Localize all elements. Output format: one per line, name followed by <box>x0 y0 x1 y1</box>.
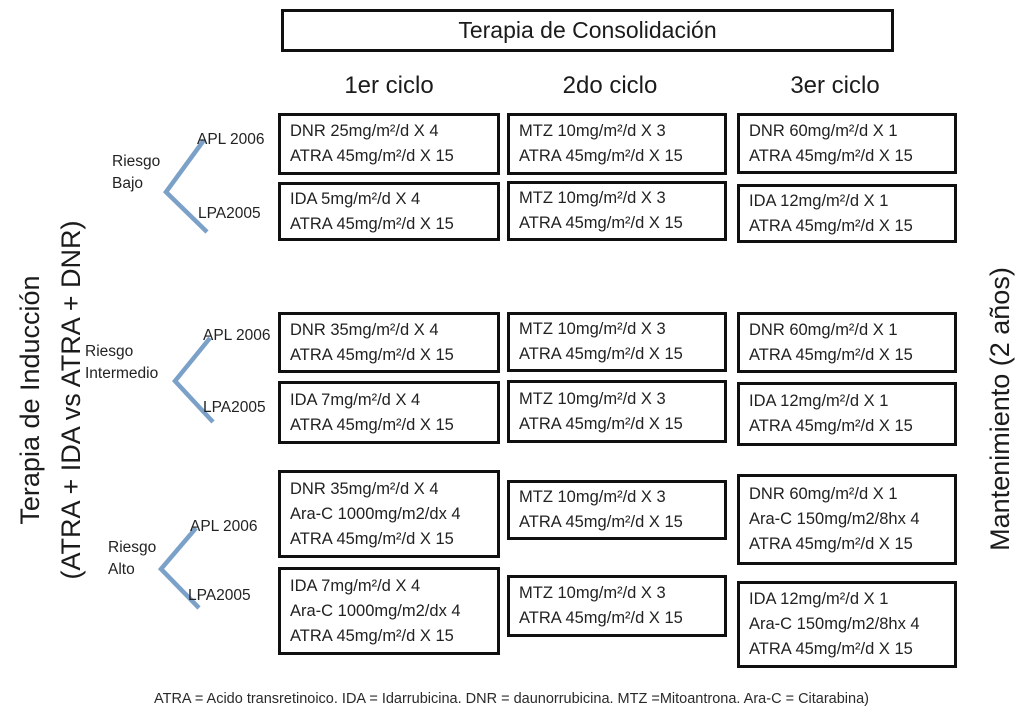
dose-box-bajo-apl-c3: DNR 60mg/m²/d X 1 ATRA 45mg/m²/d X 15 <box>737 113 957 174</box>
maintenance-axis-label: Mantenimiento (2 años) <box>981 199 1019 619</box>
dose-box-alto-apl-c1: DNR 35mg/m²/d X 4 Ara-C 1000mg/m2/dx 4 A… <box>278 470 500 558</box>
column-header-cycle-1: 1er ciclo <box>344 72 434 99</box>
induction-axis-label: Terapia de Inducción (ATRA + IDA vs ATRA… <box>10 160 94 640</box>
abbreviation-footnote: ATRA = Acido transretinoico. IDA = Idarr… <box>154 691 869 707</box>
dose-box-bajo-lpa-c1: IDA 5mg/m²/d X 4 ATRA 45mg/m²/d X 15 <box>278 182 500 241</box>
dose-box-intermedio-lpa-c2: MTZ 10mg/m²/d X 3 ATRA 45mg/m²/d X 15 <box>507 380 727 443</box>
protocol-label-bajo-apl2006: APL 2006 <box>197 131 265 148</box>
risk-group-label-intermedio: Riesgo Intermedio <box>85 343 159 382</box>
induction-axis-line2: (ATRA + IDA vs ATRA + DNR) <box>56 220 86 580</box>
risk-bracket-bajo <box>163 138 209 234</box>
risk-group-label-alto: Riesgo Alto <box>108 539 157 578</box>
risk-group-label-bajo: Riesgo Bajo <box>112 153 161 192</box>
column-header-cycle-3: 3er ciclo <box>790 72 880 99</box>
risk-bracket-alto <box>157 526 201 610</box>
dose-box-intermedio-apl-c3: DNR 60mg/m²/d X 1 ATRA 45mg/m²/d X 15 <box>737 312 957 373</box>
dose-box-intermedio-lpa-c3: IDA 12mg/m²/d X 1 ATRA 45mg/m²/d X 15 <box>737 382 957 446</box>
maintenance-axis-text: Mantenimiento (2 años) <box>985 267 1015 551</box>
column-header-cycle-2: 2do ciclo <box>562 72 658 99</box>
dose-box-alto-apl-c3: DNR 60mg/m²/d X 1 Ara-C 150mg/m2/8hx 4 A… <box>737 474 957 565</box>
consolidation-title: Terapia de Consolidación <box>458 17 717 43</box>
dose-box-intermedio-apl-c2: MTZ 10mg/m²/d X 3 ATRA 45mg/m²/d X 15 <box>507 312 727 372</box>
dose-box-intermedio-apl-c1: DNR 35mg/m²/d X 4 ATRA 45mg/m²/d X 15 <box>278 312 500 373</box>
protocol-label-intermedio-apl2006: APL 2006 <box>203 327 271 344</box>
dose-box-bajo-apl-c2: MTZ 10mg/m²/d X 3 ATRA 45mg/m²/d X 15 <box>507 113 727 175</box>
protocol-label-bajo-lpa2005: LPA2005 <box>198 205 261 222</box>
dose-box-alto-apl-c2: MTZ 10mg/m²/d X 3 ATRA 45mg/m²/d X 15 <box>507 480 727 540</box>
protocol-label-alto-apl2006: APL 2006 <box>190 518 258 535</box>
protocol-label-alto-lpa2005: LPA2005 <box>188 587 251 604</box>
dose-box-alto-lpa-c2: MTZ 10mg/m²/d X 3 ATRA 45mg/m²/d X 15 <box>507 575 727 637</box>
dose-box-bajo-apl-c1: DNR 25mg/m²/d X 4 ATRA 45mg/m²/d X 15 <box>278 113 500 175</box>
dose-box-alto-lpa-c1: IDA 7mg/m²/d X 4 Ara-C 1000mg/m2/dx 4 AT… <box>278 567 500 655</box>
dose-box-intermedio-lpa-c1: IDA 7mg/m²/d X 4 ATRA 45mg/m²/d X 15 <box>278 381 500 444</box>
dose-box-bajo-lpa-c2: MTZ 10mg/m²/d X 3 ATRA 45mg/m²/d X 15 <box>507 181 727 241</box>
consolidation-title-box: Terapia de Consolidación <box>281 9 894 52</box>
protocol-label-intermedio-lpa2005: LPA2005 <box>203 399 266 416</box>
dose-box-bajo-lpa-c3: IDA 12mg/m²/d X 1 ATRA 45mg/m²/d X 15 <box>737 184 957 243</box>
induction-axis-line1: Terapia de Inducción <box>15 275 45 525</box>
dose-box-alto-lpa-c3: IDA 12mg/m²/d X 1 Ara-C 150mg/m2/8hx 4 A… <box>737 581 957 668</box>
risk-bracket-intermedio <box>172 336 215 424</box>
